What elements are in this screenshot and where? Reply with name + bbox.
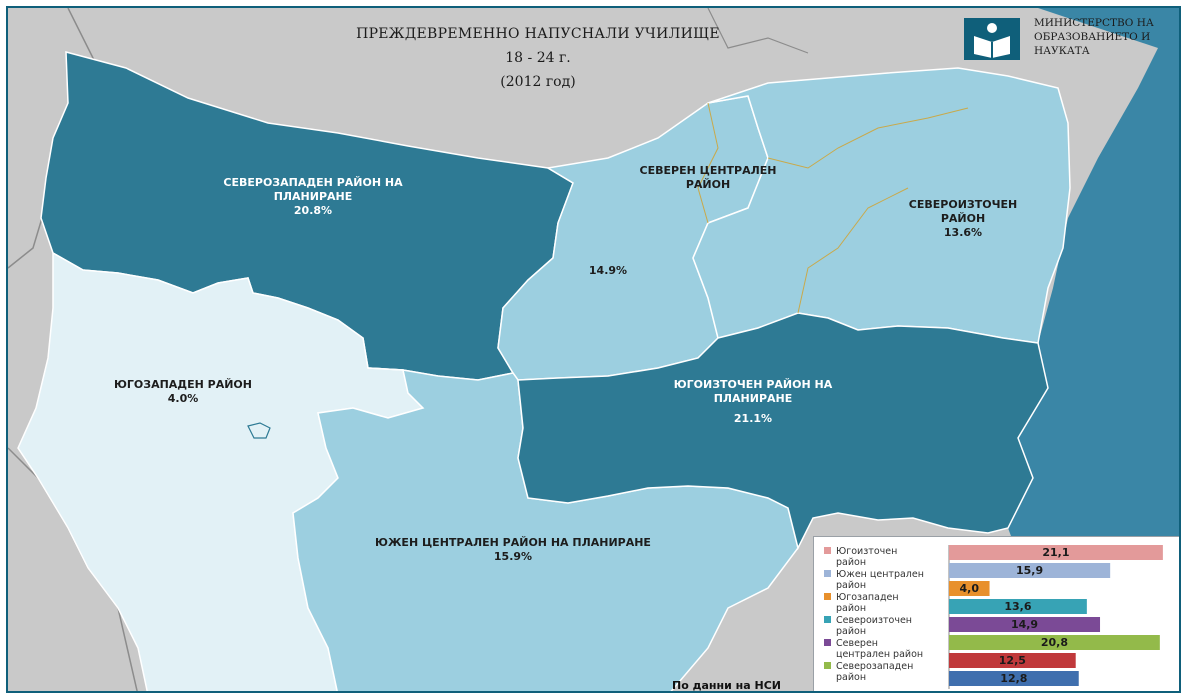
legend-label: район [836,672,866,683]
black-sea [1008,8,1179,691]
legend-swatch [824,662,831,669]
bar [949,617,1101,632]
border-line [707,8,809,54]
legend-swatch [824,639,831,646]
region-southeast[interactable] [517,312,1049,551]
bar-label: 21,1 [1042,546,1069,559]
bar-label: 12,5 [999,654,1026,667]
legend-label: Югоизточен [836,546,897,557]
legend-label: Южен централен [836,569,924,580]
legend-swatch [824,593,831,600]
legend-label: Югозападен [836,592,899,603]
legend-label: район [836,603,866,614]
source-note: По данни на НСИ [672,679,781,692]
bar [949,563,1111,578]
label-north-central: СЕВЕРЕН ЦЕНТРАЛЕН РАЙОН [639,164,777,191]
bulgaria-map [8,8,1179,691]
bar [949,581,990,596]
bar [949,671,1079,686]
bar [949,599,1087,614]
bar [949,635,1160,650]
legend-label: район [836,626,866,637]
map-title-line3: (2012 год) [500,74,576,90]
label-southwest: ЮГОЗАПАДЕН РАЙОН 4.0% [113,378,252,405]
district-boundary [697,102,719,224]
bar [949,653,1076,668]
lake [247,422,271,439]
map-frame: ПРЕЖДЕВРЕМЕННО НАПУСНАЛИ УЧИЛИЩЕ 18 - 24… [6,6,1181,693]
map-title-line2: 18 - 24 г. [505,50,571,66]
bar-label: 13,6 [1004,600,1031,613]
label-northeast: СЕВЕРОИЗТОЧЕН РАЙОН 13.6% [908,198,1018,239]
ministry-logo: МИНИСТЕРСТВО НА ОБРАЗОВАНИЕТО И НАУКАТА [964,16,1164,66]
book-icon [964,18,1020,60]
label-southeast: ЮГОИЗТОЧЕН РАЙОН НА ПЛАНИРАНЕ 21.1% [673,378,833,425]
district-boundary [797,187,909,314]
legend-label: Североизточен [836,615,912,626]
legend-label: район [836,580,866,591]
ministry-name: МИНИСТЕРСТВО НА ОБРАЗОВАНИЕТО И НАУКАТА [1034,17,1154,57]
legend-label: централен район [836,649,923,660]
bar-label: 15,9 [1016,564,1043,577]
legend-swatch [824,616,831,623]
legend-swatch [824,570,831,577]
value-north-central: 14.9% [588,264,628,277]
bar-label: 4,0 [960,582,980,595]
bar-label: 20,8 [1041,636,1068,649]
legend-label: Северен [836,638,878,649]
label-northwest: СЕВЕРОЗАПАДЕН РАЙОН НА ПЛАНИРАНЕ 20.8% [223,176,403,217]
bar-label: 14,9 [1011,618,1038,631]
bar [949,545,1163,560]
map-title-line1: ПРЕЖДЕВРЕМЕННО НАПУСНАЛИ УЧИЛИЩЕ [356,26,720,42]
legend-label: район [836,557,866,568]
bar-label: 12,8 [1000,672,1027,685]
legend-label: Северозападен [836,661,913,672]
label-south-central: ЮЖЕН ЦЕНТРАЛЕН РАЙОН НА ПЛАНИРАНЕ 15.9% [375,536,651,563]
district-boundary [767,107,969,169]
legend-swatch [824,547,831,554]
